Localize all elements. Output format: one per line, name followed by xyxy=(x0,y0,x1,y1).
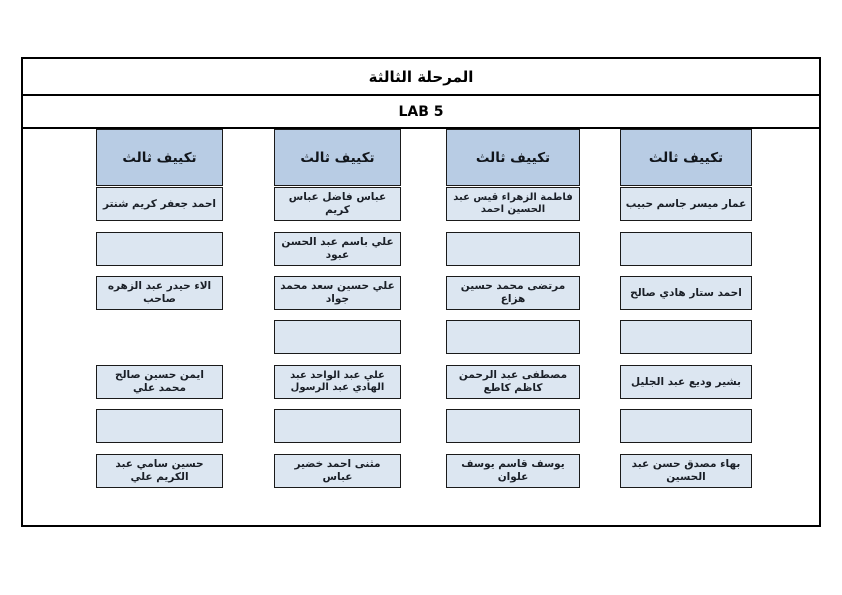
table-column-4: تكييف ثالث احمد جعفر كريم شنتر الاء حيدر… xyxy=(23,129,223,523)
table-cell[interactable] xyxy=(620,320,752,354)
column-header-3: تكييف ثالث xyxy=(274,129,401,186)
table-cell[interactable]: حسين سامي عبد الكريم علي xyxy=(96,454,223,488)
table-cell[interactable]: احمد جعفر كريم شنتر xyxy=(96,187,223,221)
table-cell[interactable]: بشير وديع عبد الجليل xyxy=(620,365,752,399)
table-cell[interactable]: عباس فاضل عباس كريم xyxy=(274,187,401,221)
table-column-2: تكييف ثالث فاطمة الزهراء قيس عبد الحسين … xyxy=(421,129,620,523)
table-cell[interactable] xyxy=(620,232,752,266)
column-header-4: تكييف ثالث xyxy=(96,129,223,186)
table-column-1: تكييف ثالث عمار ميسر جاسم حبيب احمد ستار… xyxy=(620,129,819,523)
table-cell[interactable] xyxy=(96,232,223,266)
table-cell[interactable]: علي عبد الواحد عبد الهادي عبد الرسول xyxy=(274,365,401,399)
table-cell[interactable]: علي حسين سعد محمد جواد xyxy=(274,276,401,310)
table-cell[interactable] xyxy=(274,320,401,354)
table-cell[interactable]: عمار ميسر جاسم حبيب xyxy=(620,187,752,221)
students-table: المرحلة الثالثة LAB 5 تكييف ثالث عمار مي… xyxy=(21,57,821,527)
table-cell[interactable] xyxy=(446,409,580,443)
table-cell[interactable]: مصطفى عبد الرحمن كاظم كاطع xyxy=(446,365,580,399)
table-cell[interactable] xyxy=(274,409,401,443)
table-cell[interactable]: الاء حيدر عبد الزهره صاحب xyxy=(96,276,223,310)
table-cell[interactable]: يوسف قاسم يوسف علوان xyxy=(446,454,580,488)
column-header-2: تكييف ثالث xyxy=(446,129,580,186)
table-cell[interactable]: مرتضى محمد حسين هزاع xyxy=(446,276,580,310)
table-cell[interactable]: ايمن حسين صالح محمد علي xyxy=(96,365,223,399)
table-cell[interactable] xyxy=(96,409,223,443)
table-cell[interactable]: فاطمة الزهراء قيس عبد الحسين احمد xyxy=(446,187,580,221)
table-cell[interactable]: علي باسم عبد الحسن عبود xyxy=(274,232,401,266)
table-columns: تكييف ثالث عمار ميسر جاسم حبيب احمد ستار… xyxy=(23,129,819,523)
table-subtitle-row: LAB 5 xyxy=(23,96,819,129)
table-cell[interactable] xyxy=(620,409,752,443)
table-title-row: المرحلة الثالثة xyxy=(23,59,819,96)
table-cell[interactable]: احمد ستار هادي صالح xyxy=(620,276,752,310)
table-cell[interactable] xyxy=(446,320,580,354)
column-header-1: تكييف ثالث xyxy=(620,129,752,186)
lab-label: LAB 5 xyxy=(398,103,444,120)
page-title: المرحلة الثالثة xyxy=(368,67,474,86)
table-cell[interactable]: بهاء مصدق حسن عبد الحسين xyxy=(620,454,752,488)
table-column-3: تكييف ثالث عباس فاضل عباس كريم علي باسم … xyxy=(222,129,421,523)
table-cell[interactable] xyxy=(446,232,580,266)
table-cell[interactable]: مثنى احمد خضير عباس xyxy=(274,454,401,488)
